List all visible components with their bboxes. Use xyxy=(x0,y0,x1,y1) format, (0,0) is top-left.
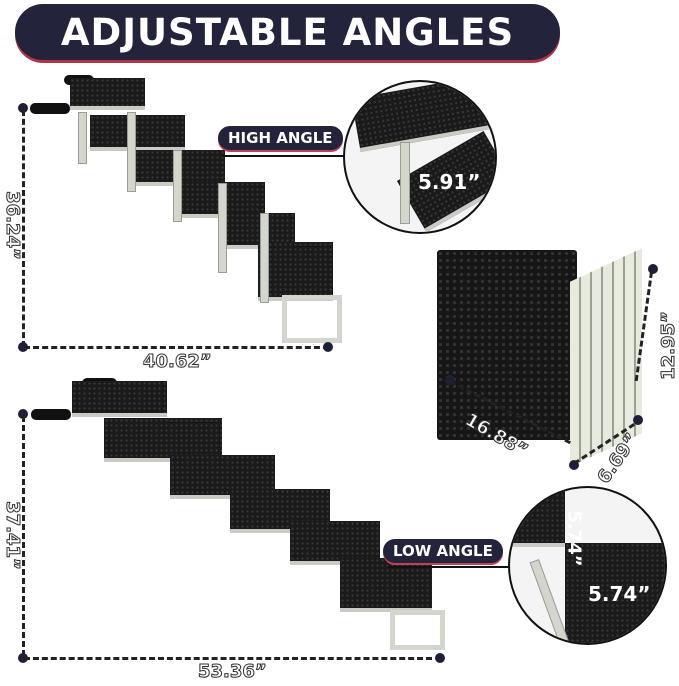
dimension-dot xyxy=(569,460,579,470)
step-tread xyxy=(72,381,167,417)
dimension-dot xyxy=(18,342,28,352)
step-tread xyxy=(565,543,665,643)
step-tread xyxy=(70,78,145,110)
handle-icon xyxy=(30,103,70,114)
step-tread xyxy=(170,455,275,499)
title-text: ADJUSTABLE ANGLES xyxy=(60,10,515,54)
step-tread xyxy=(510,488,565,547)
high-angle-label: HIGH ANGLE xyxy=(218,126,343,150)
handle-icon xyxy=(31,409,71,420)
dimension-dot xyxy=(18,103,28,113)
step-rise-value: 5.74” xyxy=(563,510,585,567)
callout-line xyxy=(222,155,347,157)
folded-height: 12.95” xyxy=(657,311,679,381)
low-angle-label: LOW ANGLE xyxy=(383,539,503,563)
length-dimension-line xyxy=(24,346,329,349)
dimension-dot xyxy=(648,264,658,274)
frame-leg xyxy=(218,183,227,273)
dimension-dot xyxy=(435,653,445,663)
length-dimension-line xyxy=(24,657,432,660)
dimension-dot xyxy=(18,409,28,419)
low-angle-length: 53.36” xyxy=(198,661,268,683)
frame-leg xyxy=(127,112,136,192)
low-angle-height: 37.41” xyxy=(1,501,23,571)
frame-base xyxy=(282,295,342,343)
step-tread xyxy=(104,418,222,462)
high-angle-length: 40.62” xyxy=(143,351,213,373)
frame-leg xyxy=(400,142,410,224)
height-dimension-line xyxy=(22,416,25,656)
frame-base xyxy=(390,610,445,650)
frame-leg xyxy=(260,213,269,303)
dimension-dot xyxy=(633,415,643,425)
frame-leg xyxy=(78,112,87,164)
high-angle-height: 36.24” xyxy=(1,191,23,261)
low-angle-detail-circle: 5.74” 5.74” xyxy=(508,486,667,645)
frame-leg xyxy=(173,150,182,222)
step-tread xyxy=(340,558,432,612)
step-tread xyxy=(290,521,380,565)
callout-line xyxy=(388,566,512,568)
dimension-dot xyxy=(323,342,333,352)
dimension-dot xyxy=(18,653,28,663)
title-banner: ADJUSTABLE ANGLES xyxy=(15,4,560,60)
high-angle-detail-circle: 5.91” xyxy=(343,80,497,234)
step-depth-value: 5.74” xyxy=(588,582,651,606)
height-dimension-line xyxy=(22,110,25,347)
folded-stairs xyxy=(437,250,577,440)
dimension-dot xyxy=(445,375,455,385)
step-rise-value: 5.91” xyxy=(418,170,481,194)
step-tread xyxy=(90,115,185,151)
step-tread xyxy=(258,242,333,301)
